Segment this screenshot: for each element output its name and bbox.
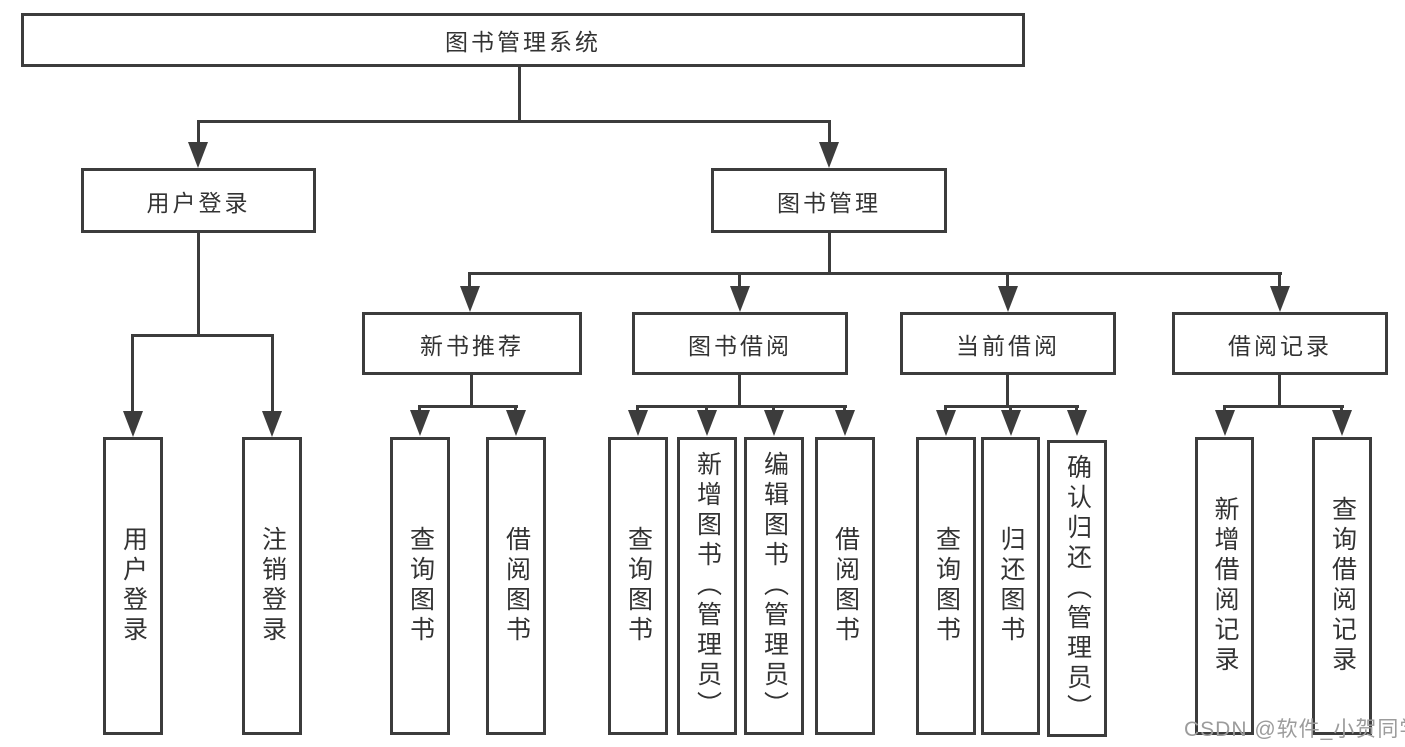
node-label: 新书推荐 [420, 332, 524, 359]
connector-vline [828, 120, 831, 148]
leaf-borrowing-borrow-books: 借阅图书 [815, 437, 875, 735]
arrowhead-down-icon [1215, 410, 1235, 436]
leaf-newbook-borrow-books: 借阅图书 [486, 437, 546, 735]
arrowhead-down-icon [730, 286, 750, 312]
node-label: 借阅图书 [831, 526, 860, 646]
connector-vline [828, 233, 831, 274]
node-new-book-recommendation: 新书推荐 [362, 312, 582, 375]
leaf-newbook-query-books: 查询图书 [390, 437, 450, 735]
node-label: 图书管理系统 [445, 29, 601, 55]
leaf-logout: 注销登录 [242, 437, 302, 735]
node-book-management: 图书管理 [711, 168, 947, 233]
connector-vline [1278, 272, 1281, 290]
arrowhead-down-icon [410, 410, 430, 436]
connector-vline [1075, 405, 1078, 414]
connector-vline [738, 375, 741, 407]
arrowhead-down-icon [998, 286, 1018, 312]
connector-hline [418, 405, 518, 408]
node-label: 查询图书 [406, 526, 435, 646]
connector-vline [1009, 405, 1012, 414]
arrowhead-down-icon [764, 410, 784, 436]
connector-hline [131, 334, 274, 337]
connector-vline [470, 375, 473, 407]
node-label: 用户登录 [119, 526, 148, 646]
arrowhead-down-icon [506, 410, 526, 436]
connector-vline [518, 67, 521, 123]
leaf-user-login: 用户登录 [103, 437, 163, 735]
connector-vline [738, 272, 741, 290]
connector-vline [843, 405, 846, 414]
node-label: 借阅记录 [1228, 332, 1332, 359]
node-label: 当前借阅 [956, 332, 1060, 359]
arrowhead-down-icon [1332, 410, 1352, 436]
csdn-watermark: CSDN @软件_小贺同学 [1184, 718, 1405, 741]
arrowhead-down-icon [460, 286, 480, 312]
arrowhead-down-icon [1067, 410, 1087, 436]
leaf-records-add-record: 新增借阅记录 [1195, 437, 1254, 735]
leaf-records-query-record: 查询借阅记录 [1312, 437, 1372, 735]
arrowhead-down-icon [697, 410, 717, 436]
node-label: 确认归还（管理员） [1063, 453, 1092, 724]
arrowhead-down-icon [936, 410, 956, 436]
node-label: 新增借阅记录 [1211, 496, 1239, 676]
connector-hline [197, 120, 831, 123]
connector-vline [1006, 375, 1009, 407]
node-book-borrowing: 图书借阅 [632, 312, 848, 375]
node-library-management-system: 图书管理系统 [21, 13, 1025, 67]
node-label: 查询借阅记录 [1328, 496, 1357, 676]
leaf-current-query-books: 查询图书 [916, 437, 976, 735]
connector-vline [1340, 405, 1343, 414]
connector-vline [1278, 375, 1281, 407]
connector-hline [468, 272, 1282, 275]
connector-hline [1223, 405, 1344, 408]
connector-vline [468, 272, 471, 290]
connector-vline [131, 334, 134, 414]
node-label: 图书借阅 [688, 332, 792, 359]
node-current-borrowing: 当前借阅 [900, 312, 1116, 375]
node-label: 借阅图书 [502, 526, 531, 646]
node-user-login: 用户登录 [81, 168, 316, 233]
node-label: 查询图书 [932, 526, 961, 646]
connector-vline [271, 334, 274, 414]
connector-vline [1223, 405, 1226, 414]
connector-vline [418, 405, 421, 414]
arrowhead-down-icon [1001, 410, 1021, 436]
arrowhead-down-icon [188, 142, 208, 168]
arrowhead-down-icon [123, 411, 143, 437]
arrowhead-down-icon [835, 410, 855, 436]
connector-vline [1006, 272, 1009, 290]
node-label: 编辑图书（管理员） [760, 451, 789, 721]
node-label: 图书管理 [777, 189, 881, 216]
leaf-current-confirm-return-admin: 确认归还（管理员） [1047, 440, 1107, 737]
connector-vline [514, 405, 517, 414]
leaf-borrowing-add-books-admin: 新增图书（管理员） [677, 437, 737, 735]
node-label: 注销登录 [258, 526, 287, 646]
node-label: 用户登录 [146, 189, 251, 216]
connector-hline [636, 405, 847, 408]
connector-vline [636, 405, 639, 414]
arrowhead-down-icon [628, 410, 648, 436]
arrowhead-down-icon [819, 142, 839, 168]
node-borrowing-records: 借阅记录 [1172, 312, 1388, 375]
connector-vline [705, 405, 708, 414]
node-label: 查询图书 [624, 526, 653, 646]
node-label: 新增图书（管理员） [693, 451, 722, 721]
connector-vline [197, 120, 200, 148]
node-label: 归还图书 [997, 526, 1025, 646]
leaf-borrowing-query-books: 查询图书 [608, 437, 668, 735]
connector-vline [197, 233, 200, 335]
leaf-current-return-books: 归还图书 [981, 437, 1040, 735]
arrowhead-down-icon [1270, 286, 1290, 312]
leaf-borrowing-edit-books-admin: 编辑图书（管理员） [744, 437, 804, 735]
connector-vline [772, 405, 775, 414]
arrowhead-down-icon [262, 411, 282, 437]
connector-vline [944, 405, 947, 414]
